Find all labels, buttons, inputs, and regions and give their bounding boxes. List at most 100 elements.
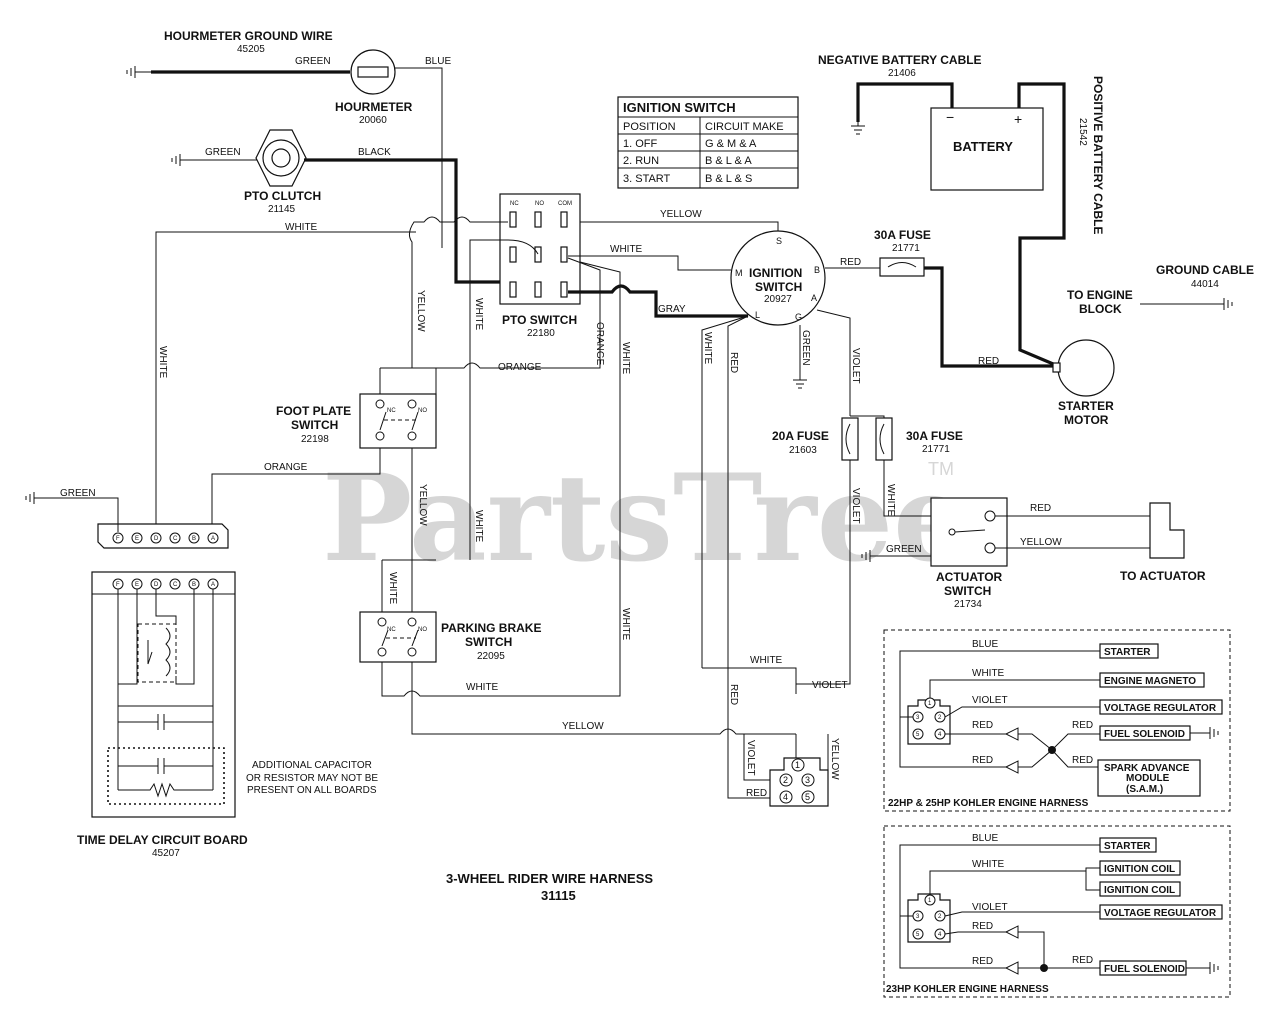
time-delay-circuit-board: F E D C B A TIME DELAY CIRCUIT BOARD 452…	[77, 571, 248, 859]
wire-label-white: WHITE	[610, 244, 643, 255]
wire-label-red: RED	[978, 356, 999, 367]
table-cell: 1. OFF	[623, 138, 658, 150]
starter-motor-icon	[1057, 339, 1115, 397]
diagram-part-number: 31115	[541, 888, 576, 903]
harness-22-25hp: 1 3 2 5 4 BLUE WHITE VIOLET RED RED RED …	[883, 629, 1231, 812]
wire-label-violet: VIOLET	[745, 740, 756, 776]
fuse-30a-top-icon	[879, 257, 925, 277]
positive-battery-cable-label: POSITIVE BATTERY CABLE	[1091, 76, 1105, 234]
wire-label-white: WHITE	[157, 346, 168, 379]
battery-plus: +	[1014, 111, 1022, 127]
svg-text:IGNITION COIL: IGNITION COIL	[1104, 885, 1175, 896]
pto-switch-number: 22180	[527, 328, 555, 339]
svg-text:A: A	[211, 536, 215, 542]
wire-label-green: GREEN	[800, 330, 811, 366]
wire-label-white: WHITE	[972, 668, 1005, 679]
svg-text:5: 5	[916, 732, 920, 738]
wire-label-yellow: YELLOW	[829, 738, 840, 780]
wire-label-red: RED	[728, 684, 739, 705]
svg-text:STARTER: STARTER	[1104, 841, 1151, 852]
wire-label-yellow: YELLOW	[417, 484, 428, 526]
diagram-title: 3-WHEEL RIDER WIRE HARNESS	[446, 871, 653, 886]
hourmeter-ground-wire-label: HOURMETER GROUND WIRE	[164, 29, 333, 43]
negative-battery-cable-label: NEGATIVE BATTERY CABLE	[818, 53, 982, 67]
pto-clutch-label: PTO CLUTCH	[244, 189, 321, 203]
svg-text:A: A	[811, 293, 817, 303]
svg-text:VOLTAGE REGULATOR: VOLTAGE REGULATOR	[1104, 908, 1217, 919]
svg-text:3: 3	[805, 775, 810, 785]
ground-icon	[1193, 726, 1219, 740]
table-header: POSITION	[623, 121, 676, 133]
hourmeter-ground-wire-number: 45205	[237, 44, 265, 55]
svg-text:21771: 21771	[892, 243, 920, 254]
svg-text:2: 2	[783, 775, 788, 785]
wire-label-red: RED	[1072, 955, 1093, 966]
to-engine-block-label: TO ENGINE	[1067, 288, 1133, 302]
svg-text:BLOCK: BLOCK	[1079, 302, 1122, 316]
wire-label-white: WHITE	[702, 332, 713, 365]
pto-switch-label: PTO SWITCH	[502, 313, 577, 327]
positive-battery-cable-number: 21542	[1077, 118, 1088, 146]
wire-label-green: GREEN	[205, 147, 241, 158]
time-delay-board-label: TIME DELAY CIRCUIT BOARD	[77, 833, 248, 847]
svg-text:4: 4	[938, 732, 942, 738]
wire-label-red: RED	[1030, 503, 1051, 514]
wire-label-yellow: YELLOW	[415, 290, 426, 332]
wire-label-white: WHITE	[387, 572, 398, 605]
pto-clutch-group: GREEN BLACK PTO CLUTCH 21145	[171, 129, 508, 284]
wire-label-blue: BLUE	[972, 639, 998, 650]
svg-text:E: E	[135, 536, 139, 542]
wire-label-white: WHITE	[750, 655, 783, 666]
svg-text:PRESENT ON ALL BOARDS: PRESENT ON ALL BOARDS	[247, 785, 377, 796]
watermark: PartsTree	[322, 448, 969, 589]
wire-label-yellow: YELLOW	[1020, 537, 1062, 548]
svg-text:VOLTAGE REGULATOR: VOLTAGE REGULATOR	[1104, 703, 1217, 714]
fuse-30a-mid-label: 30A FUSE	[906, 429, 963, 443]
harness-23hp: 1 3 2 5 4 BLUE WHITE VIOLET RED RED RED …	[883, 825, 1231, 998]
svg-text:D: D	[154, 582, 159, 588]
ground-icon	[171, 153, 197, 167]
wire-label-gray: GRAY	[658, 304, 686, 315]
starter-motor-label: STARTER	[1058, 399, 1114, 413]
svg-text:2: 2	[938, 715, 942, 721]
parking-brake-switch-label: PARKING BRAKE	[441, 621, 541, 635]
wire-label-blue: BLUE	[972, 833, 998, 844]
svg-text:1: 1	[795, 760, 800, 770]
wire-label-white: WHITE	[885, 484, 896, 517]
pto-clutch-number: 21145	[268, 204, 296, 215]
wire-label-yellow: YELLOW	[660, 209, 702, 220]
svg-text:OR RESISTOR MAY NOT BE: OR RESISTOR MAY NOT BE	[246, 773, 378, 784]
svg-text:5: 5	[805, 792, 810, 802]
svg-text:STARTER: STARTER	[1104, 647, 1151, 658]
svg-text:3: 3	[916, 715, 920, 721]
ground-icon	[1207, 297, 1233, 311]
svg-text:2: 2	[938, 914, 942, 920]
five-pin-connector: 1 2 3 4 5	[769, 757, 829, 807]
wire-label-violet: VIOLET	[850, 348, 861, 384]
svg-text:NC: NC	[387, 408, 396, 414]
foot-plate-switch: NC NO FOOT PLATE SWITCH 22198	[276, 393, 437, 449]
harness-22-25hp-caption: 22HP & 25HP KOHLER ENGINE HARNESS	[888, 798, 1089, 809]
wire-label-white: WHITE	[473, 510, 484, 543]
wire-label-green: GREEN	[886, 544, 922, 555]
ground-icon	[792, 365, 808, 389]
svg-text:B: B	[814, 265, 820, 275]
wire-label-red: RED	[746, 788, 767, 799]
wire-label-green: GREEN	[60, 488, 96, 499]
svg-text:20927: 20927	[764, 294, 792, 305]
ground-icon	[126, 65, 152, 79]
svg-text:4: 4	[938, 932, 942, 938]
fuse-20a-label: 20A FUSE	[772, 429, 829, 443]
wire-label-red: RED	[1072, 755, 1093, 766]
svg-text:22198: 22198	[301, 434, 329, 445]
table-header: CIRCUIT MAKE	[705, 121, 784, 133]
fuse-30a-top-label: 30A FUSE	[874, 228, 931, 242]
svg-text:SWITCH: SWITCH	[944, 584, 991, 598]
svg-text:L: L	[755, 310, 760, 320]
wire-label-yellow: YELLOW	[562, 721, 604, 732]
svg-text:F: F	[116, 536, 120, 542]
table-title: IGNITION SWITCH	[623, 100, 736, 115]
svg-text:A: A	[211, 582, 215, 588]
svg-text:S: S	[776, 236, 782, 246]
